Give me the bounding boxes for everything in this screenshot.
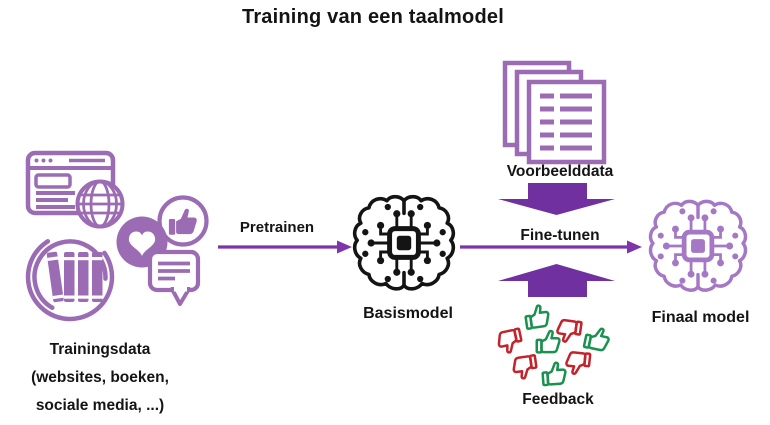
voorbeelddata-label: Voorbeelddata [506, 163, 614, 180]
trainingsdata-icon-cluster [25, 150, 209, 322]
basismodel-label: Basismodel [363, 305, 453, 322]
trainingsdata-label-line3: sociale media, ...) [35, 397, 165, 414]
voorbeelddata-down-arrow [498, 183, 615, 215]
pretrainen-arrow [218, 240, 352, 254]
finetunen-label: Fine-tunen [520, 227, 600, 244]
thumbs-up-icon [157, 195, 209, 247]
finaalmodel-icon [646, 192, 750, 300]
finaalmodel-label: Finaal model [651, 309, 750, 326]
basismodel-icon [350, 184, 458, 302]
documents-stack-icon [502, 60, 607, 165]
feedback-icon-cluster [495, 303, 612, 387]
thumbs-up-green-icon [523, 303, 612, 387]
finetunen-arrow [460, 240, 642, 254]
speech-bubble-icon [147, 249, 201, 306]
browser-window-icon [25, 150, 116, 216]
feedback-up-arrow [498, 264, 615, 297]
trainingsdata-label: Trainingsdata (websites, boeken, sociale… [0, 336, 200, 420]
pretrainen-label: Pretrainen [239, 219, 315, 236]
trainingsdata-label-line1: Trainingsdata [49, 341, 151, 358]
diagram-title: Training van een taalmodel [242, 6, 504, 28]
voorbeelddata-icon [502, 60, 607, 165]
books-icon [25, 232, 115, 322]
globe-icon [75, 179, 125, 229]
feedback-label: Feedback [522, 391, 594, 408]
trainingsdata-label-line2: (websites, boeken, [31, 369, 169, 386]
thumbs-down-red-icon [495, 317, 592, 381]
